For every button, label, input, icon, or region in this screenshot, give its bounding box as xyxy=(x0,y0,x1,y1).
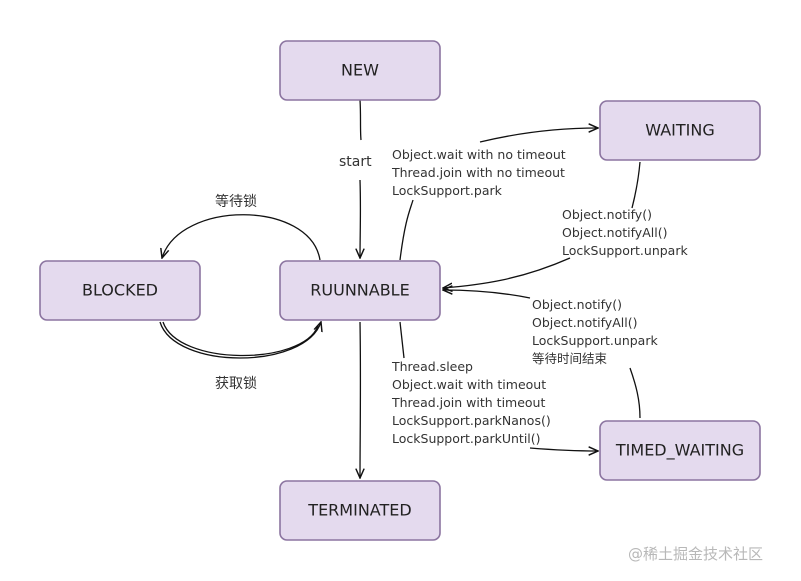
edge-waiting-to-runnable xyxy=(631,161,641,209)
label-start: start xyxy=(339,154,372,170)
state-terminated-label: TERMINATED xyxy=(307,501,411,520)
state-timed-waiting-label: TIMED_WAITING xyxy=(615,441,744,461)
state-blocked: BLOCKED xyxy=(39,260,201,321)
label-acquire-lock: 获取锁 xyxy=(215,376,257,392)
label-line: LockSupport.parkUntil() xyxy=(392,431,541,446)
state-timed-waiting: TIMED_WAITING xyxy=(599,420,761,481)
state-terminated: TERMINATED xyxy=(279,480,441,541)
edge-runnable-to-timed-2 xyxy=(529,448,598,451)
label-line: Thread.join with no timeout xyxy=(391,165,565,180)
watermark: @稀土掘金技术社区 xyxy=(628,545,763,563)
label-line: LockSupport.parkNanos() xyxy=(392,413,551,428)
label-line: LockSupport.unpark xyxy=(562,243,688,258)
label-to-waiting: Object.wait with no timeout Thread.join … xyxy=(391,147,566,198)
state-blocked-label: BLOCKED xyxy=(82,281,158,300)
label-line: Object.notify() xyxy=(532,297,622,312)
edge-blocked-to-runnable-2 xyxy=(162,321,319,357)
label-line: 等待时间结束 xyxy=(532,351,608,366)
label-line: Thread.join with timeout xyxy=(391,395,545,410)
label-line: LockSupport.unpark xyxy=(532,333,658,348)
edge-runnable-to-timed xyxy=(399,321,405,359)
edge-runnable-to-waiting xyxy=(399,128,598,261)
state-waiting-label: WAITING xyxy=(645,121,714,140)
state-runnable-label: RUUNNABLE xyxy=(310,281,409,300)
label-line: Object.notifyAll() xyxy=(562,225,667,240)
label-wait-lock: 等待锁 xyxy=(215,193,257,210)
edge-blocked-to-runnable xyxy=(159,322,321,359)
label-line: Object.wait with timeout xyxy=(392,377,546,392)
label-to-timed-waiting: Thread.sleep Object.wait with timeout Th… xyxy=(391,359,551,446)
edge-runnable-to-blocked xyxy=(162,214,321,261)
edge-waiting-to-runnable-2 xyxy=(443,257,571,288)
edge-new-to-runnable-top xyxy=(359,99,362,141)
label-line: Object.notifyAll() xyxy=(532,315,637,330)
label-from-waiting: Object.notify() Object.notifyAll() LockS… xyxy=(562,207,688,258)
state-waiting: WAITING xyxy=(599,100,761,161)
label-line: Object.wait with no timeout xyxy=(392,147,566,162)
state-runnable: RUUNNABLE xyxy=(279,260,441,321)
label-from-timed-waiting: Object.notify() Object.notifyAll() LockS… xyxy=(532,297,658,366)
label-line: Object.notify() xyxy=(562,207,652,222)
label-line: LockSupport.park xyxy=(392,183,503,198)
edge-timed-to-runnable xyxy=(443,290,531,299)
state-new-label: NEW xyxy=(341,61,379,80)
edge-timed-to-runnable-2 xyxy=(629,367,641,419)
label-line: Thread.sleep xyxy=(391,359,473,374)
state-new: NEW xyxy=(279,40,441,101)
